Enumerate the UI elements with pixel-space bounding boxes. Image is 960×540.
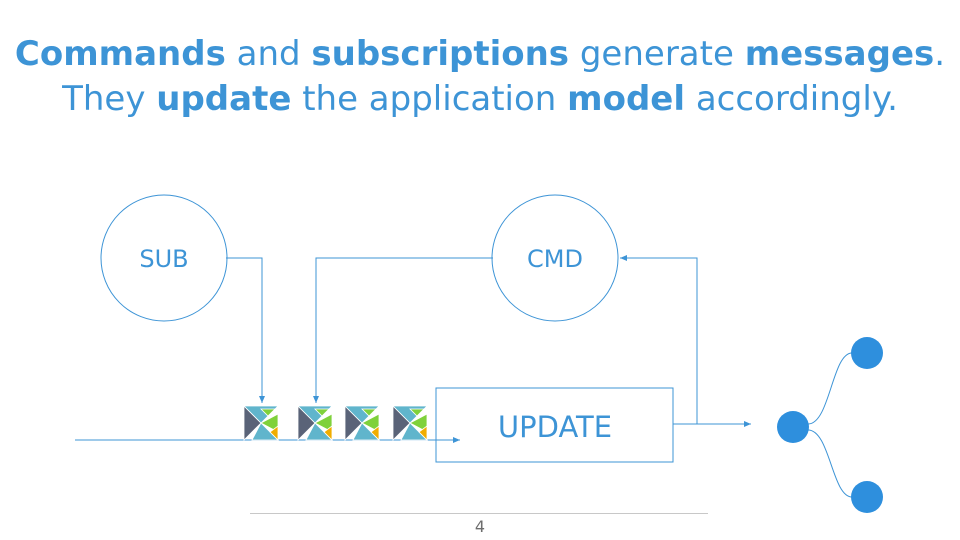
title-segment: . xyxy=(934,34,946,74)
title-segment: the application xyxy=(291,79,568,119)
message-icon xyxy=(243,405,279,441)
title-segment: subscriptions xyxy=(311,34,570,74)
title-segment: messages xyxy=(744,34,935,74)
page-number: 4 xyxy=(474,517,486,536)
sub-label: SUB xyxy=(139,245,188,273)
cmd-label: CMD xyxy=(527,245,583,273)
cmd-to-queue-arrow xyxy=(313,257,493,403)
title-segment: update xyxy=(156,79,292,119)
title-segment: model xyxy=(567,79,686,119)
slide-title: Commands and subscriptions generate mess… xyxy=(0,32,960,122)
title-segment: Commands xyxy=(14,34,226,74)
message-icon xyxy=(297,405,333,441)
update-label: UPDATE xyxy=(498,410,612,444)
model-node-bottom xyxy=(851,481,883,513)
title-segment: They xyxy=(62,79,157,119)
model-node-top xyxy=(851,337,883,369)
title-segment: generate xyxy=(569,34,745,74)
title-line-2: They update the application model accord… xyxy=(0,77,960,122)
sub-to-queue-arrow xyxy=(226,257,265,403)
update-to-cmd-arrow xyxy=(620,255,698,424)
message-queue xyxy=(243,405,428,441)
model-node-root xyxy=(777,411,809,443)
connectors xyxy=(75,255,853,498)
message-icon xyxy=(344,405,380,441)
title-segment: accordingly. xyxy=(685,79,898,119)
title-line-1: Commands and subscriptions generate mess… xyxy=(0,32,960,77)
title-segment: and xyxy=(225,34,312,74)
update-box xyxy=(435,387,674,463)
message-icon xyxy=(392,405,428,441)
model-branch-down xyxy=(807,429,853,498)
footer-divider xyxy=(250,513,708,514)
model-branch-up xyxy=(807,352,853,425)
